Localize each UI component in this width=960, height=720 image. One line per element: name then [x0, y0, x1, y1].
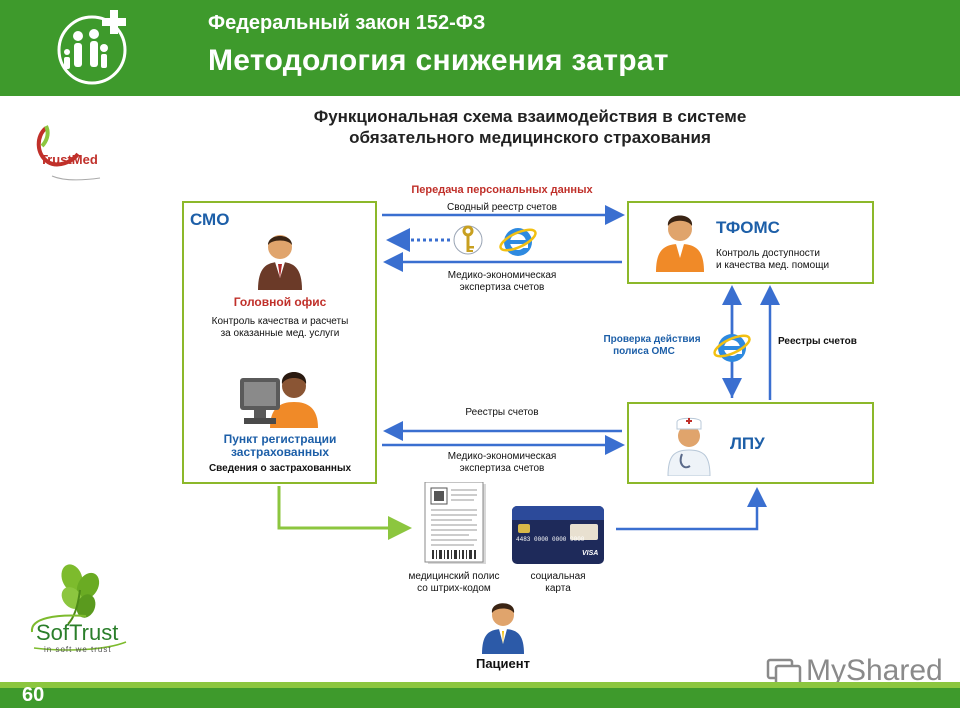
myshared-logo-icon	[766, 658, 802, 686]
registries-right-label: Реестры счетов	[778, 336, 857, 347]
footer-bar	[0, 682, 960, 720]
myshared-logo-text: MyShared	[806, 654, 943, 687]
head-office-desc-1: Контроль качества и расчеты	[211, 316, 349, 327]
lpu-title: ЛПУ	[730, 434, 765, 453]
diagram-title-line2: обязательного медицинского страхования	[349, 128, 711, 147]
header-subtitle: Федеральный закон 152-ФЗ	[208, 12, 486, 34]
header-bar	[0, 0, 960, 96]
registries-mid-label: Реестры счетов	[465, 407, 539, 418]
policy-label-1: медицинский полис	[408, 571, 500, 582]
patient-label: Пациент	[475, 656, 530, 671]
tfoms-desc-2: и качества мед. помощи	[716, 260, 830, 271]
visa-logo: VISA	[582, 550, 599, 557]
mee-bottom-label-1: Медико-экономическая	[447, 451, 557, 462]
card-chip-icon	[518, 524, 530, 533]
policy-check-label-1: Проверка действия	[603, 334, 701, 345]
doctor-icon	[667, 417, 711, 476]
social-card: 4483 0000 0000 0000 VISA	[512, 506, 604, 564]
card-number: 4483 0000 0000 0000	[516, 536, 585, 543]
smo-to-policy-arrow	[277, 486, 412, 540]
tfoms-person-icon	[656, 215, 704, 272]
medical-policy-document-icon	[424, 482, 486, 564]
mee-top-label-1: Медико-экономическая	[447, 270, 557, 281]
head-office-label: Головной офис	[233, 295, 327, 309]
diagram-title: Функциональная схема взаимодействия в си…	[180, 106, 880, 148]
trustmed-logo-icon	[36, 125, 101, 181]
social-card-stripe	[512, 506, 604, 520]
card-label-2: карта	[545, 583, 571, 594]
head-office-person-icon	[258, 235, 302, 290]
smo-title: СМО	[190, 210, 230, 229]
page-number: 60	[22, 684, 45, 706]
softtrust-swash-icon	[30, 614, 127, 651]
family-health-logo-icon	[57, 10, 127, 85]
registration-operator-icon	[240, 372, 318, 428]
mee-bottom-label-2: экспертиза счетов	[459, 463, 545, 474]
tfoms-desc-1: Контроль доступности	[716, 248, 820, 259]
card-photo	[570, 524, 598, 540]
diagram-title-line1: Функциональная схема взаимодействия в си…	[313, 107, 747, 126]
internet-explorer-icon-2	[713, 334, 751, 362]
personal-data-label: Передача персональных данных	[411, 184, 593, 196]
reg-point-label-1: Пункт регистрации	[223, 432, 337, 446]
key-icon	[453, 225, 483, 255]
softtrust-logo-text: SofTrust	[36, 620, 119, 645]
internet-explorer-icon	[499, 228, 537, 256]
trustmed-logo-text: TrustMed	[40, 152, 98, 167]
policy-check-label-2: полиса ОМС	[613, 346, 675, 357]
patient-person-icon	[482, 603, 524, 654]
summary-registry-label: Сводный реестр счетов	[447, 202, 557, 213]
reg-point-label-2: застрахованных	[230, 445, 330, 459]
softtrust-slogan: in soft we trust	[44, 645, 112, 654]
card-to-lpu-arrow	[616, 487, 767, 531]
header-title: Методология снижения затрат	[208, 44, 669, 77]
head-office-desc-2: за оказанные мед. услуги	[220, 328, 340, 339]
mee-top-label-2: экспертиза счетов	[459, 282, 545, 293]
softtrust-clover-icon	[61, 564, 100, 625]
policy-label-2: со штрих-кодом	[417, 583, 491, 594]
card-label-1: социальная	[530, 571, 586, 582]
tfoms-title: ТФОМС	[716, 218, 780, 237]
reg-point-desc: Сведения о застрахованных	[208, 463, 352, 474]
